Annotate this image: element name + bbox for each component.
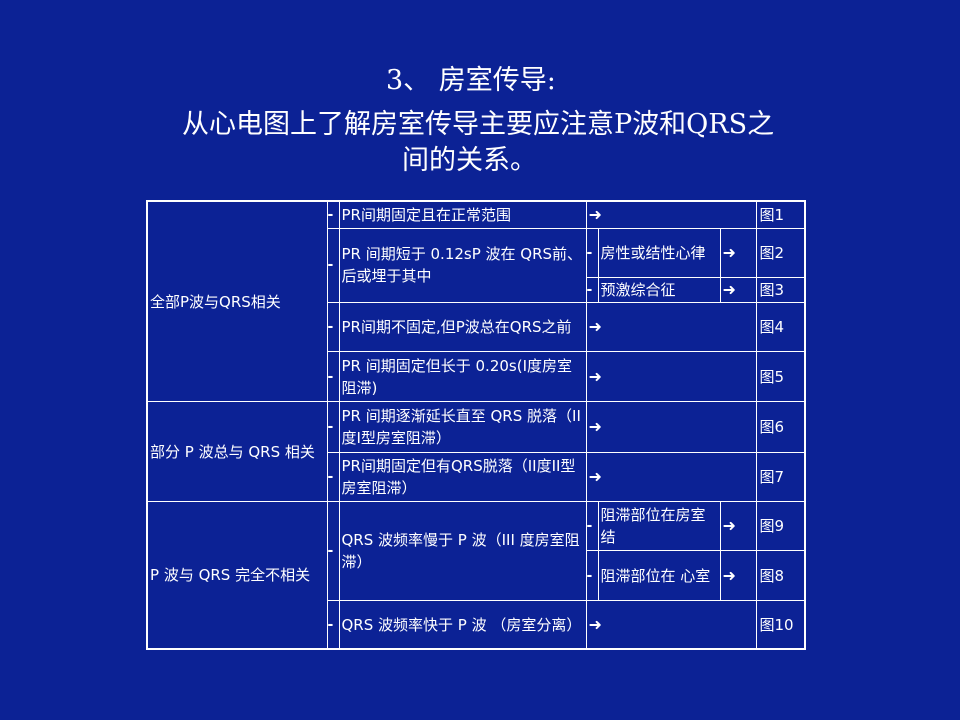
connector-dash: - <box>585 550 599 602</box>
figure-ref: 图8 <box>755 550 806 602</box>
arrow-icon: ➜ <box>585 351 757 403</box>
arrow-icon: ➜ <box>585 200 757 229</box>
arrow-icon: ➜ <box>719 227 757 278</box>
sub-condition-cell: 房性或结性心律 <box>597 227 721 278</box>
connector-dash: - <box>326 301 340 353</box>
figure-ref: 图5 <box>755 351 806 403</box>
connector-dash: - <box>326 401 340 453</box>
connector-dash: - <box>326 500 340 602</box>
table-row: - 阻滞部位在 心室 ➜ 图8 <box>147 550 806 602</box>
condition-cell: QRS 波频率慢于 P 波（III 度房室阻滞） <box>338 500 587 602</box>
arrow-icon: ➜ <box>585 600 757 650</box>
condition-cell: PR间期不固定,但P波总在QRS之前 <box>338 301 587 353</box>
table-row: - 预激综合征 ➜ 图3 <box>147 276 806 303</box>
connector-dash: - <box>326 200 340 229</box>
group-none-related: P 波与 QRS 完全不相关 <box>146 500 328 650</box>
figure-ref: 图7 <box>755 451 806 502</box>
table-row: 全部P波与QRS相关 - PR间期固定且在正常范围 ➜ 图1 <box>146 200 806 403</box>
arrow-icon: ➜ <box>719 550 757 602</box>
figure-ref: 图1 <box>755 200 806 229</box>
table-row: - PR间期不固定,但P波总在QRS之前 ➜ 图4 <box>147 301 806 353</box>
av-conduction-table: 全部P波与QRS相关 - PR间期固定且在正常范围 ➜ 图1 - PR 间期短于… <box>146 200 806 650</box>
condition-cell: PR 间期短于 0.12sP 波在 QRS前、后或埋于其中 <box>338 227 587 303</box>
arrow-icon: ➜ <box>585 401 757 453</box>
sub-condition-cell: 预激综合征 <box>597 276 721 303</box>
condition-cell: PR间期固定且在正常范围 <box>338 200 587 229</box>
condition-cell: PR 间期逐渐延长直至 QRS 脱落（II度I型房室阻滞） <box>338 401 587 453</box>
title-line-1: 3、 房室传导: <box>386 65 556 96</box>
connector-dash: - <box>585 227 599 278</box>
title-line-2: 从心电图上了解房室传导主要应注意P波和QRS之 <box>182 109 775 140</box>
connector-dash: - <box>326 600 340 650</box>
figure-ref: 图4 <box>755 301 806 353</box>
arrow-icon: ➜ <box>585 301 757 353</box>
sub-condition-cell: 阻滞部位在 心室 <box>597 550 721 602</box>
figure-ref: 图10 <box>755 600 806 650</box>
title-line-3: 间的关系。 <box>402 145 537 176</box>
figure-ref: 图6 <box>755 401 806 453</box>
sub-condition-cell: 阻滞部位在房室结 <box>597 500 721 552</box>
arrow-icon: ➜ <box>585 451 757 502</box>
table-row: - PR 间期短于 0.12sP 波在 QRS前、后或埋于其中 - 房性或结性心… <box>147 227 806 303</box>
table-row: - PR 间期固定但长于 0.20s(I度房室阻滞) ➜ 图5 <box>147 351 806 403</box>
condition-cell: PR 间期固定但长于 0.20s(I度房室阻滞) <box>338 351 587 403</box>
group-all-related: 全部P波与QRS相关 <box>146 200 328 403</box>
connector-dash: - <box>326 351 340 403</box>
table-row: P 波与 QRS 完全不相关 - QRS 波频率慢于 P 波（III 度房室阻滞… <box>146 500 806 650</box>
connector-dash: - <box>585 276 599 303</box>
connector-dash: - <box>326 451 340 502</box>
arrow-icon: ➜ <box>719 276 757 303</box>
connector-dash: - <box>326 227 340 303</box>
table-row: - QRS 波频率快于 P 波 （房室分离） ➜ 图10 <box>147 600 806 650</box>
arrow-icon: ➜ <box>719 500 757 552</box>
table-row: 部分 P 波总与 QRS 相关 - PR 间期逐渐延长直至 QRS 脱落（II度… <box>146 401 806 502</box>
condition-cell: PR间期固定但有QRS脱落（II度II型 房室阻滞） <box>338 451 587 502</box>
connector-dash: - <box>585 500 599 552</box>
table-row: - PR间期固定但有QRS脱落（II度II型 房室阻滞） ➜ 图7 <box>147 451 806 502</box>
figure-ref: 图3 <box>755 276 806 303</box>
condition-cell: QRS 波频率快于 P 波 （房室分离） <box>338 600 587 650</box>
figure-ref: 图2 <box>755 227 806 278</box>
group-partial-related: 部分 P 波总与 QRS 相关 <box>146 401 328 502</box>
figure-ref: 图9 <box>755 500 806 552</box>
